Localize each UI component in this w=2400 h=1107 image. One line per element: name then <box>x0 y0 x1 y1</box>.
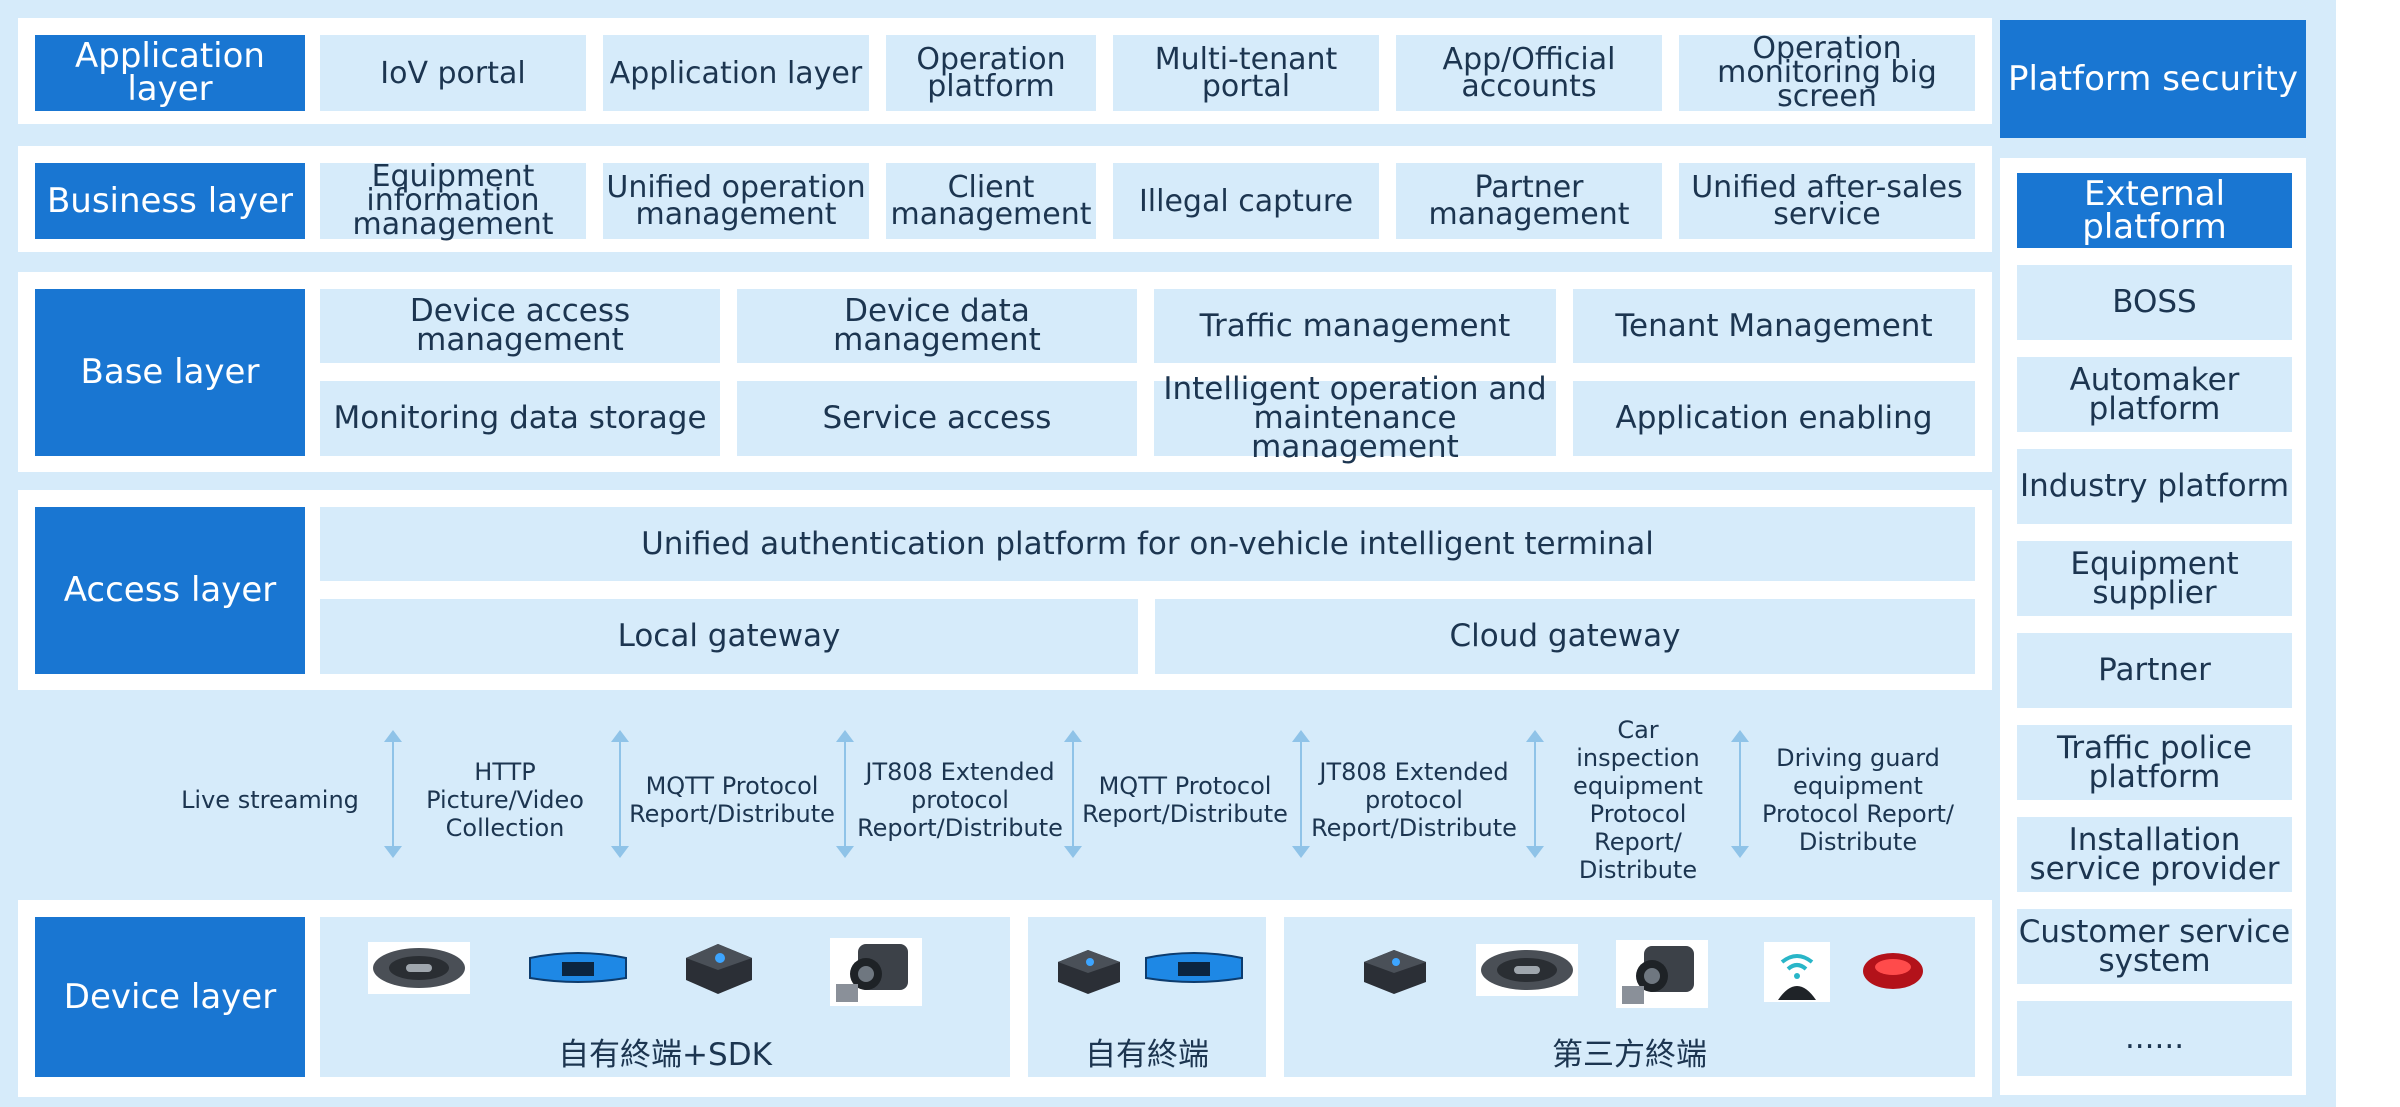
protocol-mqtt-2: MQTT Protocol Report/Distribute <box>1082 772 1288 828</box>
app-item-application-layer: Application layer <box>603 35 869 111</box>
base-item-intelligent-om-mgmt: Intelligent operation and maintenance ma… <box>1154 374 1556 463</box>
camera-mount-2-icon <box>1616 940 1708 1008</box>
ext-item-more: ...... <box>2017 1001 2292 1076</box>
app-item-app-official-accounts: App/Official accounts <box>1396 35 1662 111</box>
protocol-jt808-2: JT808 Extended protocol Report/Distribut… <box>1311 758 1517 842</box>
protocol-arrow-1 <box>384 730 402 858</box>
external-platform-header: External platform <box>2017 173 2292 248</box>
base-item-device-data-mgmt: Device data management <box>737 289 1137 363</box>
platform-security-header: Platform security <box>2000 20 2306 138</box>
tracker-box-icon <box>686 944 752 994</box>
biz-item-equipment-info-mgmt: Equipment information management <box>320 162 586 240</box>
base-item-device-access-mgmt: Device access management <box>320 289 720 363</box>
mirror-dashcam-icon <box>529 952 627 983</box>
base-layer-header: Base layer <box>35 289 305 456</box>
mirror-dashcam-2-icon <box>1145 952 1243 983</box>
wifi-sensor-icon <box>1764 942 1830 1002</box>
access-item-cloud-gateway: Cloud gateway <box>1155 599 1975 674</box>
protocol-arrow-4 <box>1064 730 1082 858</box>
app-item-operation-monitoring: Operation monitoring big screen <box>1679 34 1975 112</box>
protocol-arrow-2 <box>611 730 629 858</box>
base-item-application-enabling: Application enabling <box>1573 381 1975 456</box>
red-light-icon <box>1863 953 1923 989</box>
access-item-unified-auth-platform: Unified authentication platform for on-v… <box>320 507 1975 581</box>
device-group-third-party-label: 第三方終端 <box>1552 1037 1707 1073</box>
biz-item-unified-operation-mgmt: Unified operation management <box>603 163 869 239</box>
base-item-tenant-mgmt: Tenant Management <box>1573 289 1975 363</box>
camera-mount-icon <box>830 938 922 1006</box>
ext-item-equipment-supplier: Equipment supplier <box>2017 541 2292 616</box>
application-layer-header: Application layer <box>35 35 305 111</box>
protocol-jt808-1: JT808 Extended protocol Report/Distribut… <box>857 758 1063 842</box>
ext-item-customer-service-system: Customer service system <box>2017 909 2292 984</box>
ext-item-installation-provider: Installation service provider <box>2017 817 2292 892</box>
ext-item-traffic-police-platform: Traffic police platform <box>2017 725 2292 800</box>
ext-item-industry-platform: Industry platform <box>2017 449 2292 524</box>
tracker-box-2-icon <box>1058 950 1120 994</box>
app-item-multi-tenant-portal: Multi-tenant portal <box>1113 35 1379 111</box>
architecture-diagram: Application layer IoV portal Application… <box>0 0 2336 1107</box>
camera-pill-2-icon <box>1476 944 1578 996</box>
device-layer-header: Device layer <box>35 917 305 1077</box>
biz-item-partner-mgmt: Partner management <box>1396 163 1662 239</box>
protocol-arrow-6 <box>1526 730 1544 858</box>
camera-pill-icon <box>368 942 470 994</box>
app-item-iov-portal: IoV portal <box>320 35 586 111</box>
device-group-own-sdk-label: 自有終端+SDK <box>558 1037 772 1073</box>
access-item-local-gateway: Local gateway <box>320 599 1138 674</box>
protocol-mqtt-1: MQTT Protocol Report/Distribute <box>629 772 835 828</box>
base-item-monitoring-data-storage: Monitoring data storage <box>320 381 720 456</box>
protocol-arrow-7 <box>1731 730 1749 858</box>
protocol-http-collection: HTTP Picture/Video Collection <box>426 758 584 842</box>
protocol-car-inspection: Car inspection equipment Protocol Report… <box>1573 716 1703 884</box>
access-layer-header: Access layer <box>35 507 305 674</box>
biz-item-illegal-capture: Illegal capture <box>1113 163 1379 239</box>
protocol-arrow-3 <box>836 730 854 858</box>
protocol-live-streaming: Live streaming <box>181 786 359 814</box>
biz-item-client-mgmt: Client management <box>886 163 1096 239</box>
protocol-arrow-5 <box>1292 730 1310 858</box>
ext-item-automaker-platform: Automaker platform <box>2017 357 2292 432</box>
base-item-service-access: Service access <box>737 381 1137 456</box>
device-group-own-label: 自有終端 <box>1085 1037 1209 1073</box>
ext-item-partner: Partner <box>2017 633 2292 708</box>
app-item-operation-platform: Operation platform <box>886 35 1096 111</box>
base-item-traffic-mgmt: Traffic management <box>1154 289 1556 363</box>
protocol-driving-guard: Driving guard equipment Protocol Report/… <box>1762 744 1954 856</box>
ext-item-boss: BOSS <box>2017 265 2292 340</box>
business-layer-header: Business layer <box>35 163 305 239</box>
device-group-own <box>1028 917 1266 1077</box>
biz-item-unified-after-sales: Unified after-sales service <box>1679 163 1975 239</box>
tracker-box-3-icon <box>1364 950 1426 994</box>
